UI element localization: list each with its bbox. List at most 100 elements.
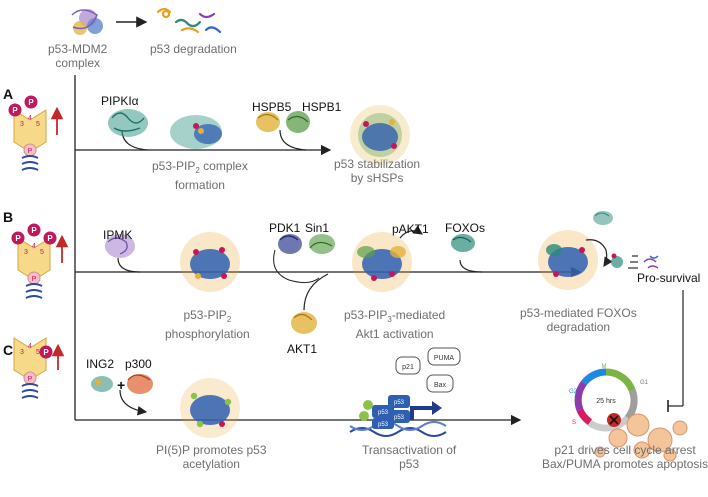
sin1-protein-icon [309, 234, 335, 254]
pdk1-protein-icon [278, 234, 302, 254]
p53-pip2-phospho-complex-icon [180, 232, 240, 292]
ring-num-b3: 3 [24, 249, 28, 256]
p53-pip2-phospho-line2: phosphorylation [165, 327, 250, 341]
p53-pip2-complex-sub: 2 [195, 166, 200, 175]
transactivation-label: Transactivation of p53 [362, 443, 457, 471]
ring-num-c4: 4 [28, 343, 32, 350]
foxo-entry-curve [459, 259, 483, 273]
pdk1-label: PDK1 [269, 221, 301, 235]
p300-label: p300 [125, 357, 152, 371]
p53-tag-1: p53 [378, 410, 389, 416]
acetylated-p53-complex-icon [180, 378, 240, 438]
p53-pip2-phospho-sub: 2 [226, 315, 232, 324]
shsp-stabilized-complex-icon [350, 105, 410, 165]
p53-pip3-sub: 3 [387, 315, 392, 324]
p-label-c-base: P [28, 376, 33, 383]
phase-g2: G2 [569, 389, 578, 395]
p53-tag-2: p53 [394, 400, 405, 406]
ring-num-c3: 3 [20, 349, 24, 356]
target-label-p21: p21 [402, 364, 414, 371]
mdm2-complex-label: p53-MDM2 complex [48, 42, 108, 70]
foxo-protein-icon [451, 234, 475, 252]
ring-num-a3: 3 [20, 121, 24, 128]
pro-survival-label: Pro-survival [637, 271, 701, 285]
inositol-icon-a [8, 95, 64, 171]
released-foxo-icon [593, 211, 613, 225]
akt1-entry-curve [303, 273, 329, 311]
panel-a-letter: A [3, 86, 14, 102]
degradation-label: p53 degradation [150, 42, 237, 56]
p-label-b-base: P [32, 276, 37, 283]
p53-pip2-phospho-prefix: p53-PIP [183, 308, 227, 322]
p53-tag-4: p53 [378, 422, 389, 428]
inositol-icon-b [11, 223, 69, 299]
ing2-entry-curve [119, 389, 148, 416]
hspb5-label: HSPB5 [252, 100, 292, 114]
foxo-degradation-label: p53-mediated FOXOs degradation [520, 306, 637, 334]
pakt1-label: pAKT1 [392, 222, 429, 236]
pipk1a-label: PIPKIα [101, 94, 139, 108]
hsp-entry-curve [279, 129, 307, 151]
phase-s: S [572, 420, 576, 426]
akt1-protein-icon [291, 312, 317, 334]
p53-pip2-complex-suffix: complex [199, 159, 248, 173]
foxo-degradation-complex-icon [538, 230, 598, 290]
target-gene-boxes [395, 347, 461, 393]
acetylation-label: PI(5)P promotes p53 acetylation [156, 443, 267, 471]
cell-cycle-wheel-icon [574, 368, 638, 432]
p-label-b3: P [47, 234, 53, 243]
ipmk-protein-icon [105, 234, 135, 258]
p53-tetramer-on-dna-icon [349, 395, 447, 437]
phase-m: M [602, 364, 607, 370]
panel-b-letter: B [3, 209, 14, 225]
p53-pip3-prefix: p53-PIP [344, 308, 388, 322]
apoptotic-cells-icon [594, 413, 688, 462]
foxo-label: FOXOs [445, 221, 486, 235]
p-label-a2: P [28, 98, 34, 107]
ring-num-b5: 5 [40, 249, 44, 256]
p53-pip3-line2: Akt1 activation [355, 327, 434, 341]
plus-label: + [117, 377, 126, 393]
p-label-b1: P [15, 234, 21, 243]
ing2-label: ING2 [86, 357, 115, 371]
ipmk-entry-curve [117, 257, 141, 273]
ring-num-b4: 4 [32, 243, 36, 250]
kinase-link-curve [273, 249, 320, 284]
ring-num-a4: 4 [28, 115, 32, 122]
p53-pip2-complex-prefix: p53-PIP [152, 159, 196, 173]
ing2-protein-icon [91, 376, 113, 392]
p300-protein-icon [127, 374, 153, 394]
hspb1-protein-icon [286, 111, 310, 133]
p-label-c1: P [43, 348, 49, 357]
p53-tag-3: p53 [394, 415, 405, 421]
panel-c-letter: C [3, 342, 14, 358]
mdm2-complex-icon [71, 9, 103, 35]
ring-num-c5: 5 [36, 349, 40, 356]
foxo-fragments-icon [611, 253, 659, 269]
degraded-fragments-icon [156, 7, 222, 34]
p-label-a-base: P [28, 148, 33, 155]
foxo-exit-curve [585, 239, 613, 267]
p53-pip2-complex-icon [170, 115, 222, 149]
ring-num-a5: 5 [36, 121, 40, 128]
p53-pip2-complex-label: p53-PIP2 complex formation [152, 159, 248, 192]
target-label-bax: Bax [434, 382, 447, 389]
p53-pip2-complex-line2: formation [174, 178, 225, 192]
inositol-icon-c [13, 337, 65, 399]
ipmk-label: IPMK [103, 228, 133, 242]
phase-g1: G1 [640, 380, 649, 386]
p53-pip2-phospho-label: p53-PIP2 phosphorylation [165, 308, 250, 341]
cell-cycle-time: 25 hrs [596, 398, 616, 405]
p53-pip3-akt-complex-icon [352, 232, 412, 292]
akt1-label: AKT1 [287, 342, 318, 356]
stabilization-label: p53 stabilization by sHSPs [334, 157, 421, 185]
p53-pip3-mediated-label: p53-PIP3-mediated Akt1 activation [344, 308, 445, 341]
p-label-b2: P [31, 226, 37, 235]
pakt1-release-arrow [399, 225, 423, 239]
hspb5-protein-icon [256, 112, 280, 132]
pipk1a-protein-icon [108, 109, 148, 137]
p-label-a1: P [12, 106, 18, 115]
hspb1-label: HSPB1 [302, 100, 342, 114]
p53-pip3-suffix: -mediated [391, 308, 446, 322]
